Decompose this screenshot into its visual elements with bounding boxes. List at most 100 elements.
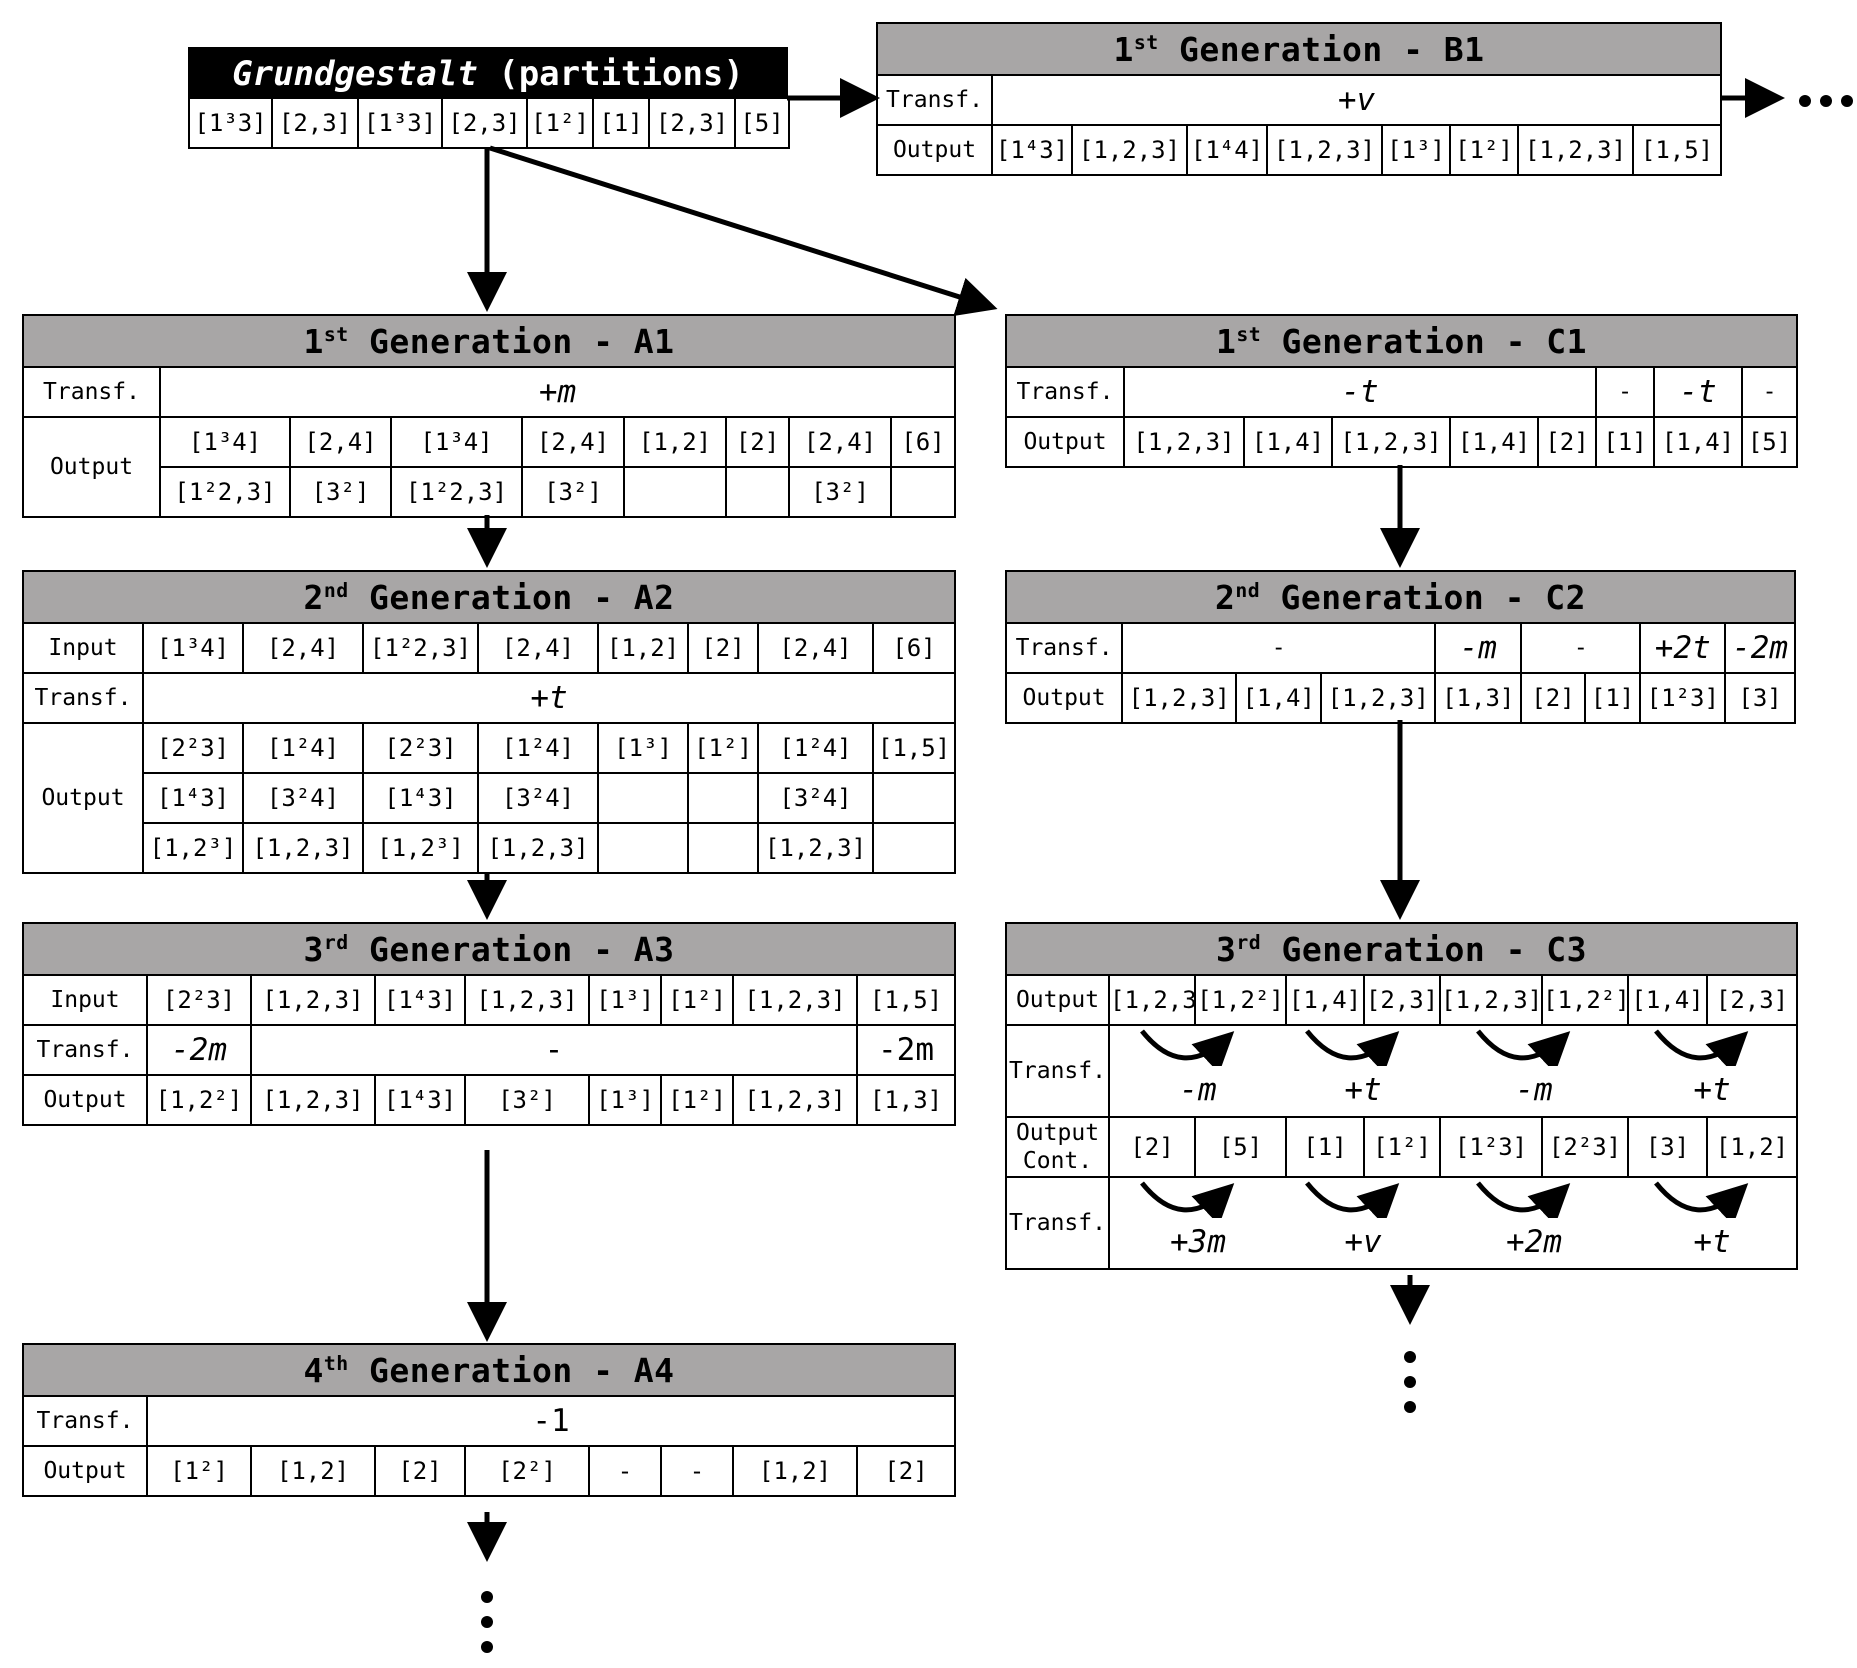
c3-output-cont-cell: [2] <box>1108 1116 1196 1178</box>
dot <box>1820 95 1832 107</box>
dot <box>1404 1401 1416 1413</box>
a2-output-cell: [1,2,3] <box>757 822 874 874</box>
c1-transf-cell: - <box>1595 366 1655 418</box>
a3-output-cell: [1³] <box>588 1074 662 1126</box>
a3-table: 3rd Generation - A3 Input [2²3] [1,2,3] … <box>21 922 957 1126</box>
a2-output-cell: [1,2,3] <box>477 822 599 874</box>
generation-a1: 1st Generation - A1 Transf. +m Output [1… <box>21 314 957 518</box>
a1-output-cell <box>725 466 790 518</box>
a2-output-cell: [1²4] <box>477 722 599 774</box>
c3-output-cont-cell: [1] <box>1285 1116 1365 1178</box>
b1-output-cell: [1³] <box>1381 124 1451 176</box>
a2-input-cell: [2,4] <box>477 622 599 674</box>
b1-title: 1st Generation - B1 <box>875 22 1723 76</box>
c3-transf-arc-cell: +t <box>1286 1024 1440 1118</box>
b1-output-cell: [1⁴3] <box>991 124 1073 176</box>
a2-output-cell <box>687 772 759 824</box>
a4-transf-label: Transf. <box>22 1395 148 1447</box>
c3-transf1-label: -m <box>1179 1072 1217 1108</box>
c3-transf1-label: -m <box>1515 1072 1553 1108</box>
c3-output-cell: [1,2,3] <box>1439 974 1543 1026</box>
b1-output-label: Output <box>876 124 993 176</box>
curved-arrow-icon <box>1140 1029 1235 1066</box>
c3-transf-arc-cell: -m <box>1108 1024 1286 1118</box>
c1-transf-cell: -t <box>1123 366 1597 418</box>
a3-input-label: Input <box>22 974 148 1026</box>
c2-output-cell: [1,2,3] <box>1320 672 1437 724</box>
c3-transf1-label: +t <box>1344 1072 1382 1108</box>
a1-title: 1st Generation - A1 <box>21 314 957 368</box>
a2-output-cell: [3²4] <box>477 772 599 824</box>
a1-transf: +m <box>158 366 957 418</box>
c3-output-cell: [1,2,3] <box>1108 974 1196 1026</box>
a2-input-cell: [2,4] <box>757 622 874 674</box>
a2-transf: +t <box>141 672 957 724</box>
c2-output-cell: [1,4] <box>1235 672 1323 724</box>
a2-input-cell: [2,4] <box>242 622 364 674</box>
gg-cell: [1³3] <box>188 97 273 149</box>
b1-output-cell: [1⁴4] <box>1186 124 1268 176</box>
a1-output-cell: [2] <box>725 416 790 468</box>
a2-input-cell: [6] <box>871 622 957 674</box>
a3-input-cell: [1²] <box>660 974 734 1026</box>
c3-output-cell: [1,4] <box>1627 974 1708 1026</box>
c2-output-cell: [1²3] <box>1639 672 1727 724</box>
gg-cell: [1] <box>592 97 650 149</box>
c3-output-cont-cell: [1²] <box>1363 1116 1441 1178</box>
c3-transf2-label-text: +t <box>1693 1224 1731 1260</box>
c3-output-cell: [2,3] <box>1363 974 1441 1026</box>
a2-output-cell: [1⁴3] <box>142 772 244 824</box>
c1-output-cell: [1,2,3] <box>1123 416 1245 468</box>
c3-output-cell: [1,4] <box>1285 974 1365 1026</box>
a3-output-cell: [1,2,3] <box>250 1074 376 1126</box>
c3-transf2-arc-cell: +t <box>1628 1176 1799 1270</box>
a2-output-cell: [1²4] <box>242 722 364 774</box>
grundgestalt-title-rest: (partitions) <box>477 54 744 94</box>
a2-input-cell: [2] <box>687 622 759 674</box>
generation-c2: 2nd Generation - C2 Transf. - -m - +2t -… <box>1004 570 1796 724</box>
a2-output-cell: [3²4] <box>757 772 874 824</box>
c3-output-cont-cell: [1,2] <box>1705 1116 1799 1178</box>
c2-output-cell: [3] <box>1724 672 1796 724</box>
grundgestalt-title-italic: Grundgestalt <box>232 54 478 94</box>
c3-table: 3rd Generation - C3 Output [1,2,3] [1,2²… <box>1004 922 1799 1270</box>
curved-arrow-icon <box>1476 1181 1571 1218</box>
c1-output-label: Output <box>1005 416 1125 468</box>
c3-title: 3rd Generation - C3 <box>1004 922 1799 976</box>
a3-output-cell: [1,3] <box>855 1074 957 1126</box>
a3-output-label: Output <box>22 1074 148 1126</box>
c3-output-cont-label-line2: Cont. <box>1022 1148 1093 1174</box>
dot <box>1799 95 1811 107</box>
a3-output-cell: [1,2²] <box>146 1074 252 1126</box>
c3-output-cont-label-line1: Output <box>1015 1120 1100 1146</box>
a4-title: 4th Generation - A4 <box>21 1343 957 1397</box>
c3-transf-arc-cell: +t <box>1628 1024 1799 1118</box>
gg-cell: [2,3] <box>271 97 359 149</box>
gg-cell: [2,3] <box>441 97 528 149</box>
a3-transf-cell: -2m <box>855 1024 957 1076</box>
c2-transf-cell: - <box>1121 622 1437 674</box>
b1-output-cell: [1,2,3] <box>1517 124 1634 176</box>
c3-transf2-label: Transf. <box>1005 1176 1110 1270</box>
c3-output-cell: [1,2²] <box>1541 974 1629 1026</box>
a2-output-cell <box>597 822 689 874</box>
a1-output-cell: [2,4] <box>521 416 625 468</box>
c2-output-label: Output <box>1004 672 1124 724</box>
a1-output-cell: [1,2] <box>623 416 727 468</box>
c3-output-cont-label: Output Cont. <box>1005 1116 1110 1178</box>
a4-output-label: Output <box>22 1445 148 1497</box>
a3-input-cell: [1,2,3] <box>250 974 376 1026</box>
c3-transf2-label-text: +v <box>1344 1224 1382 1260</box>
c1-output-cell: [2] <box>1537 416 1597 468</box>
a1-output-cell: [3²] <box>521 466 625 518</box>
c3-output-cont-cell: [2²3] <box>1541 1116 1629 1178</box>
c1-transf-cell: -t <box>1653 366 1743 418</box>
gg-cell: [1³3] <box>357 97 443 149</box>
c3-transf2-label-text: +3m <box>1170 1224 1226 1260</box>
a4-output-cell: - <box>660 1445 734 1497</box>
a3-output-cell: [1²] <box>660 1074 734 1126</box>
c1-output-cell: [1,4] <box>1449 416 1539 468</box>
gg-cell: [1²] <box>526 97 594 149</box>
a4-output-cell: [2] <box>374 1445 466 1497</box>
curved-arrow-icon <box>1654 1181 1749 1218</box>
